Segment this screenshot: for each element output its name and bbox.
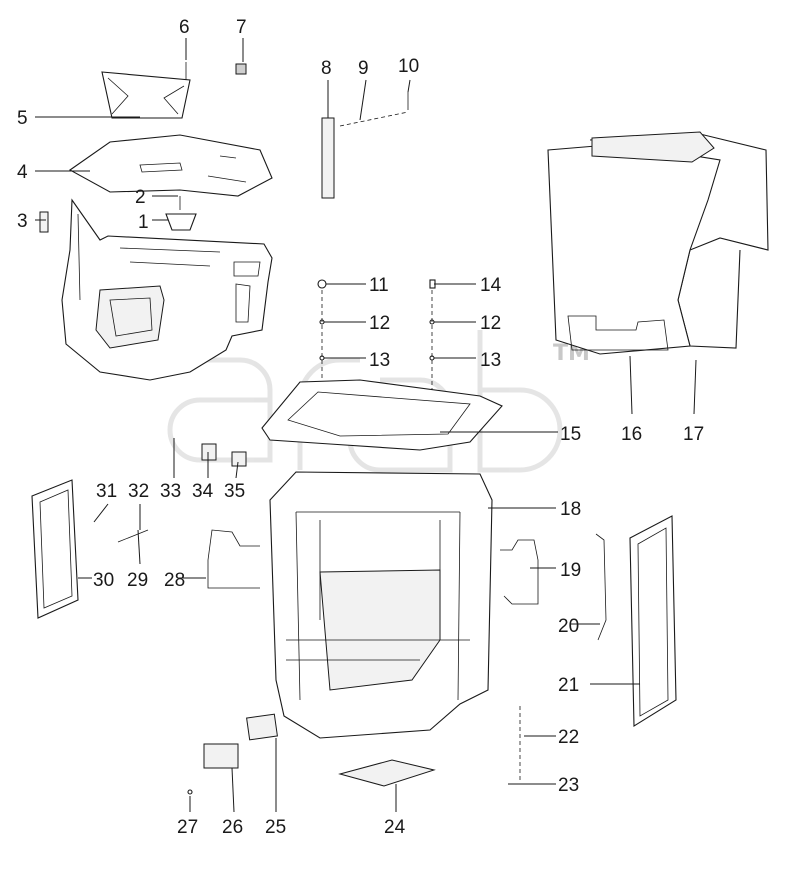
callout-19: 19 <box>560 560 581 581</box>
callout-11: 11 <box>369 275 389 296</box>
callout-31: 31 <box>96 481 117 502</box>
callout-12-right: 12 <box>480 313 501 334</box>
callout-28: 28 <box>164 570 185 591</box>
part-5-bracket <box>101 71 191 119</box>
part-1-lamp <box>165 213 197 231</box>
part-35-bracket <box>231 451 247 467</box>
callout-13-right: 13 <box>480 350 501 371</box>
callout-7: 7 <box>236 17 247 38</box>
callout-12-left: 12 <box>369 313 390 334</box>
part-25-frame <box>246 713 278 741</box>
callout-24: 24 <box>384 817 406 838</box>
part-21-right-door <box>629 515 677 727</box>
part-15-roof-frame <box>261 379 503 451</box>
part-30-left-door <box>31 479 79 619</box>
callout-17: 17 <box>683 424 704 445</box>
inner-cab-panel <box>61 198 273 381</box>
callout-2: 2 <box>135 187 146 208</box>
callout-labels: 1 2 3 4 5 6 7 8 9 10 11 12 12 13 13 14 1… <box>17 17 704 838</box>
callout-25: 25 <box>265 817 286 838</box>
callout-20: 20 <box>558 616 579 637</box>
part-26-plate <box>203 743 239 769</box>
callout-6: 6 <box>179 17 190 38</box>
part-18-cab-frame <box>269 471 493 739</box>
callout-1: 1 <box>138 212 149 233</box>
callout-10: 10 <box>398 56 419 77</box>
callout-4: 4 <box>17 162 28 183</box>
part-4-headliner <box>68 134 273 197</box>
part-27-bolt <box>187 789 193 795</box>
callout-14: 14 <box>480 275 502 296</box>
part-8-pillar <box>321 117 335 199</box>
part-17-side-cover <box>589 133 769 349</box>
part-33-34-35-brackets <box>201 443 217 461</box>
callout-29: 29 <box>127 570 148 591</box>
fastener-stack-right <box>429 279 436 390</box>
callout-15: 15 <box>560 424 581 445</box>
fastener-stack-left <box>317 279 327 380</box>
part-16-main-cover <box>547 143 721 355</box>
callout-13-left: 13 <box>369 350 390 371</box>
cover-top-panel <box>591 131 715 163</box>
callout-27: 27 <box>177 817 198 838</box>
callout-26: 26 <box>222 817 243 838</box>
part-19-handrail <box>500 539 539 605</box>
leader-lines <box>35 38 697 813</box>
callout-33: 33 <box>160 481 181 502</box>
callout-30: 30 <box>93 570 114 591</box>
callout-18: 18 <box>560 499 581 520</box>
callout-35: 35 <box>224 481 245 502</box>
callout-34: 34 <box>192 481 214 502</box>
part-24-floor-plate <box>338 759 436 787</box>
callout-5: 5 <box>17 108 28 129</box>
part-7-clip <box>235 63 247 75</box>
callout-9: 9 <box>358 58 369 79</box>
callout-23: 23 <box>558 775 579 796</box>
part-20-rod <box>595 533 607 641</box>
part-28-handrail <box>207 529 260 589</box>
callout-16: 16 <box>621 424 642 445</box>
part-9-pin <box>339 111 409 127</box>
part-29-pin <box>117 529 149 543</box>
callout-3: 3 <box>17 211 28 232</box>
callout-32: 32 <box>128 481 149 502</box>
part-3-strip <box>39 211 49 233</box>
callout-21: 21 <box>558 675 579 696</box>
callout-8: 8 <box>321 58 332 79</box>
callout-22: 22 <box>558 727 579 748</box>
